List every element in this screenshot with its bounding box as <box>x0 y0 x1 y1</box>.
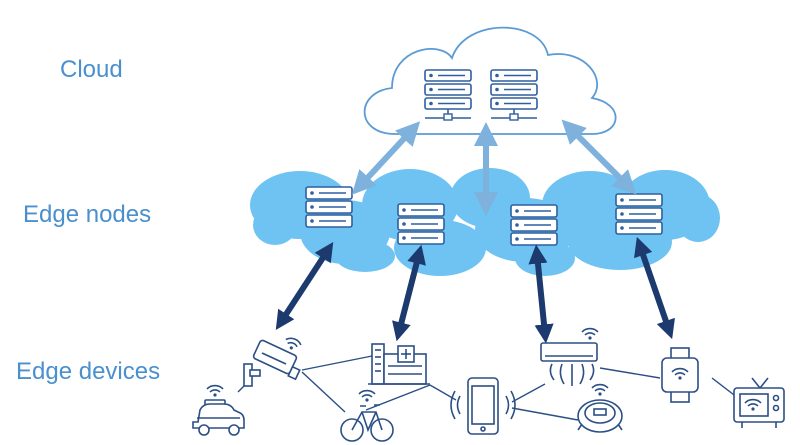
edge-server-icon <box>397 203 445 245</box>
taxi-icon <box>192 399 245 436</box>
wifi-icon <box>358 389 376 403</box>
tv-icon <box>733 377 785 428</box>
air-conditioner-icon <box>540 342 598 386</box>
robot-vacuum-icon <box>577 399 623 433</box>
smartphone-icon <box>450 377 516 435</box>
wifi-icon <box>591 383 609 397</box>
edge-devices-tier-label: Edge devices <box>16 358 161 385</box>
edge-device-arrow <box>275 241 334 331</box>
smartwatch-icon <box>661 347 699 403</box>
cloud-server-rack-left <box>424 69 472 121</box>
cloud-edge-arrow <box>561 119 637 195</box>
edge-nodes-tier-label: Edge nodes <box>23 201 152 228</box>
cloud-server-rack-right <box>490 69 538 121</box>
cloud-icon <box>363 26 617 135</box>
wifi-icon <box>581 327 599 341</box>
factory-icon <box>368 343 430 385</box>
edge-server-icon <box>615 193 663 235</box>
edge-device-arrow <box>634 236 675 340</box>
cloud-tier-label: Cloud <box>60 56 123 83</box>
wifi-icon <box>206 384 224 398</box>
wifi-icon <box>282 335 303 353</box>
edge-server-icon <box>510 204 558 246</box>
bicycle-icon <box>340 404 394 442</box>
edge-server-icon <box>305 186 353 228</box>
edge-device-arrow <box>392 244 426 342</box>
security-camera-icon <box>243 339 301 387</box>
edge-device-arrow <box>528 244 554 344</box>
cloud-edge-arrow <box>351 121 421 195</box>
